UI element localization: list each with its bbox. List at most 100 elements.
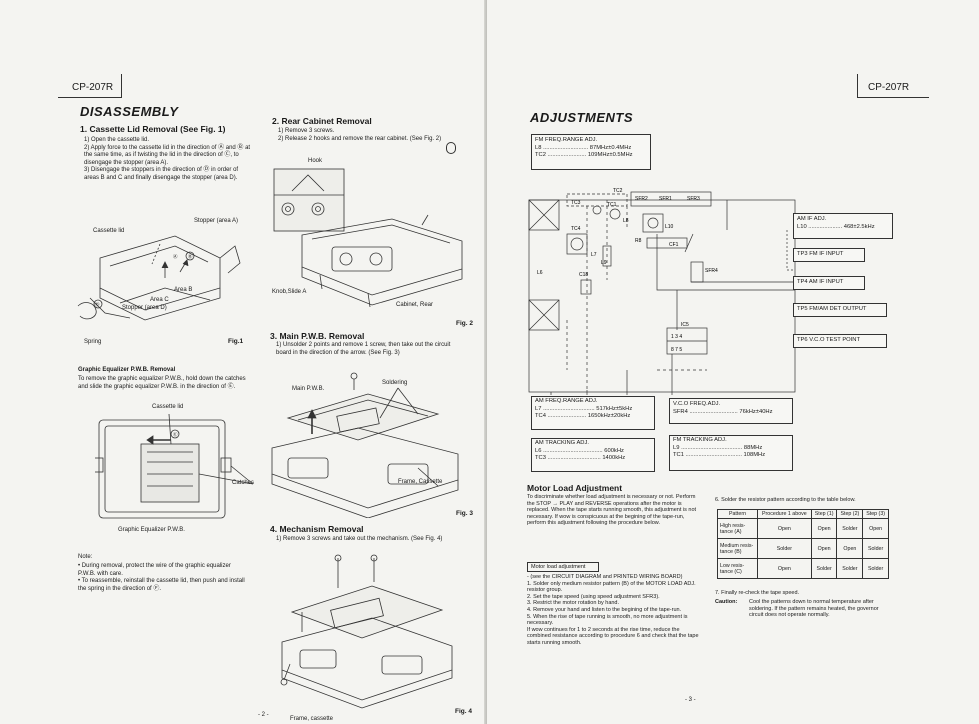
motor-load-step6: 6. Solder the resistor pattern according… [715,497,856,503]
fig-2-label: Fig. 2 [456,320,473,327]
board-l7: L7 [591,252,597,258]
svg-text:Ⓑ: Ⓑ [188,253,193,260]
label-frame-cassette-3: Frame, Cassette [398,479,443,485]
resistor-pattern-table: Pattern Procedure 1 above Step (1) Step … [717,509,889,579]
label-soldering: Soldering [382,380,408,386]
fm-freq-range-box: FM FREQ.RANGE ADJ. L8 ..................… [531,134,651,170]
motor-load-intro: To discriminate whether load adjustment … [527,494,697,527]
label-area-b: Area B [174,287,193,293]
board-cf1: CF1 [669,242,679,248]
right-page: CP-207R ADJUSTMENTS FM FREQ.RANGE ADJ. L… [487,0,979,724]
label-stopper-d: Stopper (area D) [122,305,167,311]
model-header-left: CP-207R [58,74,122,98]
am-tracking-row-tc3: TC3 ................................. 14… [535,455,626,461]
note-heading: Note: [78,554,93,560]
motor-load-step7: 7. Finally re-check the tape speed. [715,590,800,596]
board-l6: L6 [537,270,543,276]
label-knob-slide: Knob,Slide A [272,289,307,295]
mechanism-steps: 1) Remove 3 screws and take out the mech… [276,536,443,542]
tp4-box: TP4 AM IF INPUT [793,276,865,290]
page-number-left: - 2 - [258,712,269,718]
board-sfr1: SFR1 [659,196,672,202]
label-stopper-a: Stopper (area A) [194,218,239,224]
tp6-box: TP6 V.C.O TEST POINT [793,334,887,348]
label-cassette-lid: Cassette lid [93,228,125,234]
table-header-row: Pattern Procedure 1 above Step (1) Step … [717,509,889,519]
am-tracking-box: AM TRACKING ADJ. L6 ....................… [531,438,655,472]
graphic-eq-text: To remove the graphic equalizer P.W.B., … [78,376,246,390]
am-if-box: AM IF ADJ. L10 ..................... 468… [793,213,893,239]
graphic-eq-heading: Graphic Equalizer P.W.B. Removal [78,367,176,373]
label-main-pwb: Main P.W.B. [292,386,325,392]
label-cabinet-rear: Cabinet, Rear [396,302,434,308]
model-header-right: CP-207R [857,74,929,98]
caution-label: Caution: [715,599,738,605]
fm-tracking-row-l9: L9 .....................................… [673,444,763,451]
board-tc4: TC4 [571,226,581,232]
label-catches: Catches [232,480,255,486]
main-pwb-steps: 1) Unsolder 2 points and remove 1 screw,… [276,342,451,356]
page-title: DISASSEMBLY [80,104,179,119]
label-area-c: Area C [150,297,169,303]
board-c18: C18 [579,272,588,278]
tp5-box: TP5 FM/AM DET OUTPUT [793,303,887,317]
section-heading-main-pwb: 3. Main P.W.B. Removal [270,331,365,341]
rear-cabinet-steps: 1) Remove 3 screws. 2) Release 2 hooks a… [278,128,442,142]
svg-text:Ⓓ: Ⓓ [95,301,100,308]
svg-text:Ⓐ: Ⓐ [173,253,178,260]
table-row: High resis-tance (A) Open Open Solder Op… [717,518,889,539]
adjustments-title: ADJUSTMENTS [530,110,634,125]
board-sfr2: SFR2 [635,196,648,202]
motor-load-heading: Motor Load Adjustment [527,483,623,493]
figure-graphic-eq: Ⓔ [95,414,254,519]
fm-tracking-row-tc1: TC1 ................................... … [673,452,766,458]
motor-load-steps: - (see the CIRCUIT DIAGRAM and PRINTED W… [527,574,699,646]
binding-hole-icon [446,142,456,154]
section-heading-mechanism: 4. Mechanism Removal [270,524,364,534]
board-tc2: TC2 [613,188,623,194]
vco-freq-row-sfr4: SFR4 .............................. 76kH… [673,408,773,415]
section-heading-cassette-lid: 1. Cassette Lid Removal (See Fig. 1) [80,124,226,134]
board-sfr4: SFR4 [705,268,718,274]
board-r8: R8 [635,238,642,244]
cassette-lid-steps: 1) Open the cassette lid. 2) Apply force… [84,137,251,181]
fig-3-label: Fig. 3 [456,510,473,517]
am-freq-range-box: AM FREQ.RANGE ADJ. L7 ..................… [531,396,655,430]
fig-1-label: Fig.1 [228,338,244,345]
board-l10: L10 [665,224,674,230]
board-pins-bottom: 8 7 5 [671,347,682,353]
label-frame-cassette-4: Frame, cassette [290,716,334,722]
figure-4 [280,554,453,709]
board-ic5: IC5 [681,322,689,328]
fm-freq-row-l8: L8 ............................ 87MHz±0.… [535,144,632,151]
am-if-row-l10: L10 ..................... 468±2.5kHz [797,223,875,230]
label-spring: Spring [84,339,102,345]
am-tracking-row-l6: L6 .....................................… [535,447,624,454]
motor-load-box-title: Motor load adjustment [527,562,599,572]
board-pins-top: 1 3 4 [671,334,682,340]
figure-2 [273,168,463,308]
label-graphic-eq-caption: Graphic Equalizer P.W.B. [118,527,185,533]
board-l8: L8 [623,218,629,224]
table-row: Low resis-tance (C) Open Solder Solder S… [717,558,889,579]
fm-tracking-box: FM TRACKING ADJ. L9 ....................… [669,435,793,471]
vco-freq-box: V.C.O FREQ.ADJ. SFR4 ...................… [669,398,793,424]
page-number-right: - 3 - [685,697,696,703]
section-heading-rear-cabinet: 2. Rear Cabinet Removal [272,116,372,126]
am-freq-row-l7: L7 ................................ 517k… [535,405,633,412]
fm-freq-row-tc2: TC2 ........................ 109MHz±0.5M… [535,152,633,158]
board-tc3: TC3 [571,200,581,206]
caution-text: Cool the patterns down to normal tempera… [749,599,879,619]
svg-text:Ⓔ: Ⓔ [173,431,178,438]
adjustment-board-diagram: TC2 TC3 TC1 TC4 L8 SFR2 SFR1 SFR3 L10 R8… [528,188,796,395]
board-tc1: TC1 [607,202,617,208]
left-page: CP-207R DISASSEMBLY 1. Cassette Lid Remo… [0,0,487,724]
label-eq-cassette-lid: Cassette lid [152,404,184,410]
board-sfr3: SFR3 [687,196,700,202]
tp3-box: TP3 FM IF INPUT [793,248,865,262]
note-items: • During removal, protect the wire of th… [78,563,245,592]
label-hook: Hook [308,158,323,164]
figure-3 [271,372,459,518]
fig-4-label: Fig. 4 [455,708,472,715]
figure-1: Ⓐ Ⓑ Ⓓ [77,235,241,321]
